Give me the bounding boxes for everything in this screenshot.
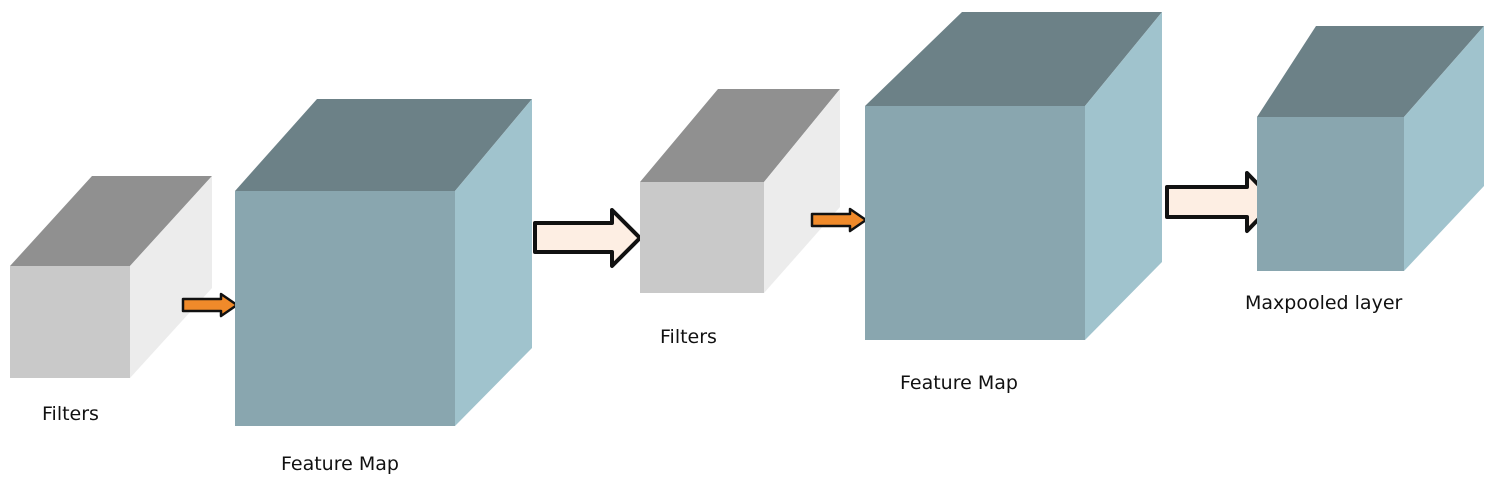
filter-block-2-top <box>640 89 840 182</box>
feature-map-label-2: Feature Map <box>900 372 1018 394</box>
maxpooled-layer-label: Maxpooled layer <box>1245 292 1403 314</box>
big-arrow-1 <box>533 208 642 268</box>
maxpooled-block-front <box>1257 117 1404 271</box>
maxpooled-block-side <box>1404 26 1484 271</box>
feature-map-block-1-side <box>455 99 532 426</box>
feature-map-label-1: Feature Map <box>281 453 399 475</box>
feature-map-block-1 <box>235 99 532 426</box>
big-arrow-1-shape <box>533 208 642 268</box>
filter-block-1-top <box>10 176 212 266</box>
feature-map-block-2-front <box>865 106 1085 340</box>
filter-block-1-front <box>10 266 130 378</box>
feature-map-block-1-top <box>235 99 532 191</box>
filter-block-2-front <box>640 182 764 293</box>
feature-map-block-2 <box>865 12 1162 340</box>
small-arrow-1-shape <box>181 292 239 318</box>
filter-block-1-side <box>130 176 212 378</box>
small-arrow-2 <box>810 207 868 233</box>
small-arrow-1 <box>181 292 239 318</box>
filter-block-2 <box>640 89 840 293</box>
filters-label-1: Filters <box>42 403 99 425</box>
feature-map-block-1-front <box>235 191 455 426</box>
small-arrow-2-shape <box>810 207 868 233</box>
feature-map-block-2-side <box>1085 12 1162 340</box>
maxpooled-block <box>1257 26 1484 271</box>
maxpooled-block-top <box>1257 26 1484 117</box>
filter-block-1 <box>10 176 212 378</box>
feature-map-block-2-top <box>865 12 1162 106</box>
filter-block-2-side <box>764 89 840 293</box>
filters-label-2: Filters <box>660 326 717 348</box>
